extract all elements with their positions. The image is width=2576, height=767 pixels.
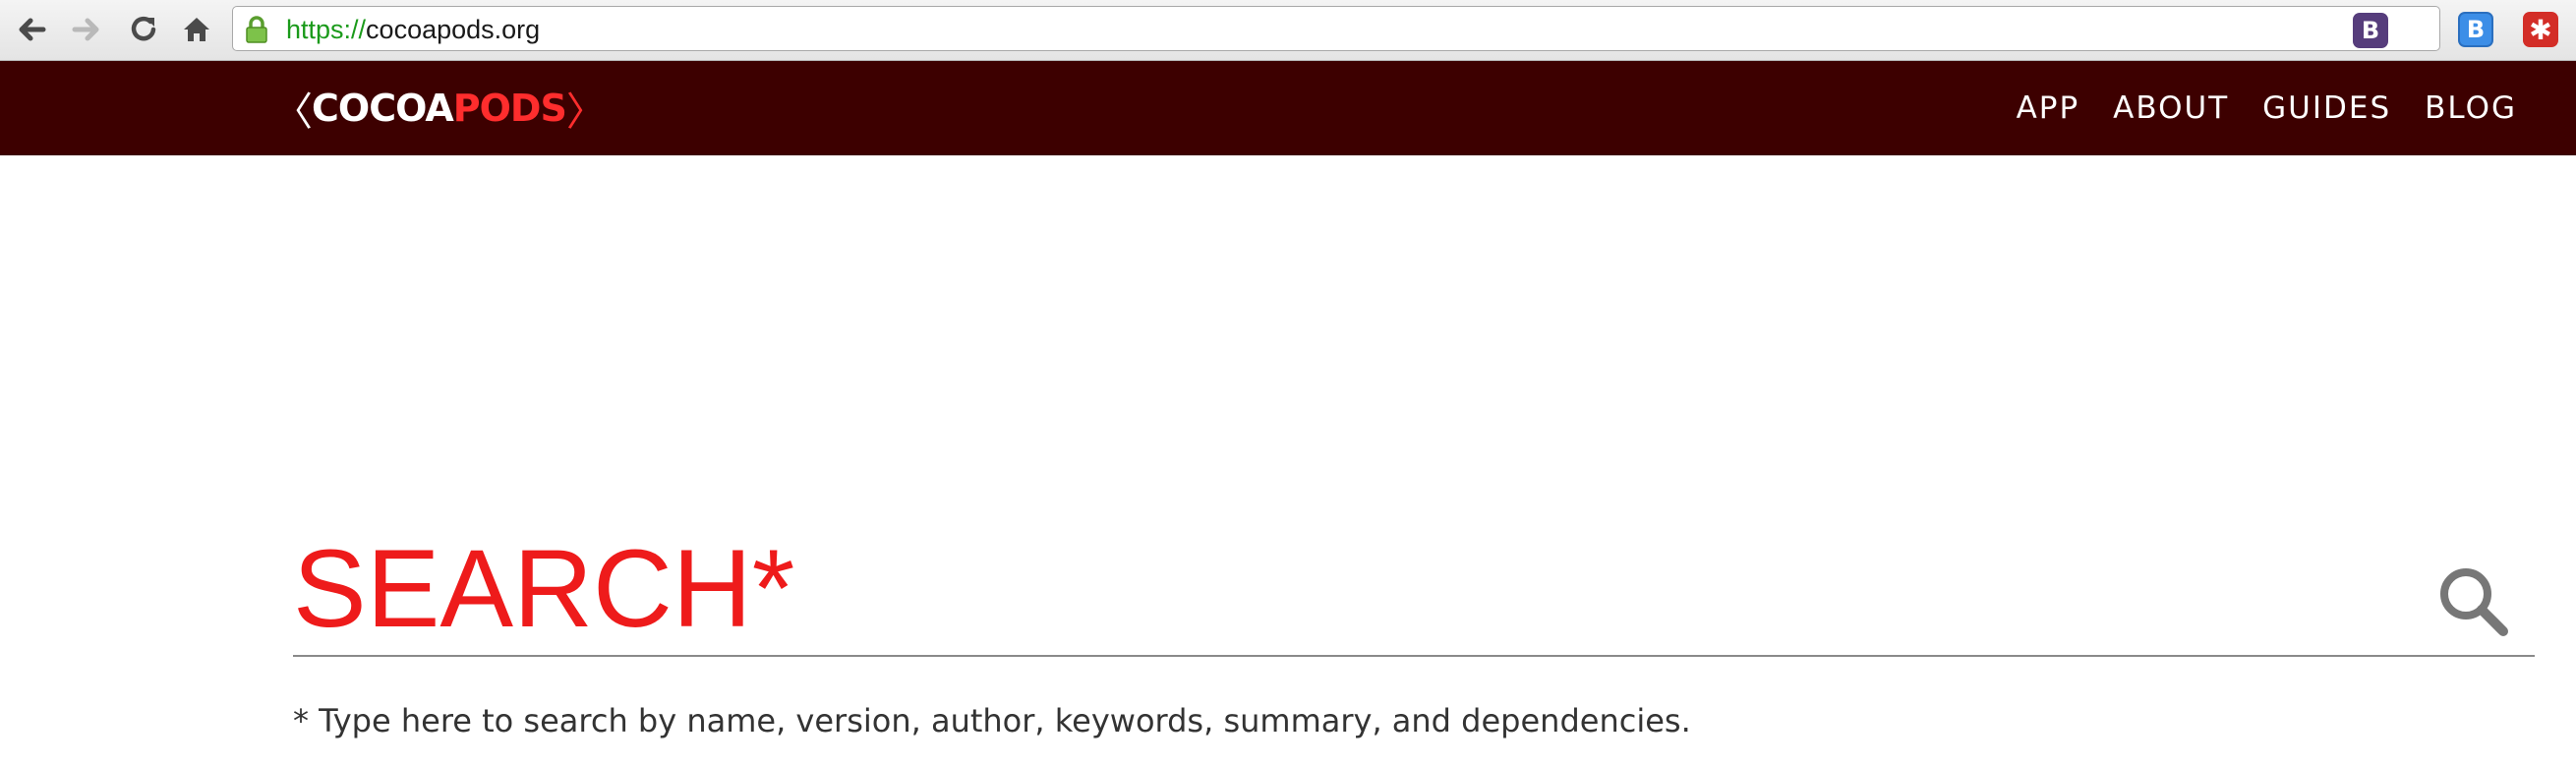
arrow-right-icon: [72, 18, 99, 41]
arrow-left-icon: [19, 18, 46, 41]
logo-right-bracket: 〉: [565, 89, 606, 135]
forward-button[interactable]: [65, 8, 108, 51]
nav-about[interactable]: ABOUT: [2113, 90, 2230, 126]
lastpass-extension-icon[interactable]: ✱: [2523, 12, 2558, 47]
nav-guides[interactable]: GUIDES: [2262, 90, 2392, 126]
nav-blog[interactable]: BLOG: [2425, 90, 2517, 126]
bootstrap-extension-icon[interactable]: B: [2353, 13, 2388, 48]
lock-icon: [246, 16, 267, 43]
search-input[interactable]: [293, 521, 2417, 655]
reload-button[interactable]: [122, 8, 165, 51]
main-nav: APP ABOUT GUIDES BLOG: [2017, 61, 2517, 155]
nav-app[interactable]: APP: [2016, 90, 2080, 126]
url-text: https://cocoapods.org: [286, 16, 540, 43]
logo-left-bracket: 〈: [273, 89, 313, 135]
search-icon[interactable]: [2436, 564, 2509, 637]
url-scheme: https://: [286, 15, 367, 44]
home-button[interactable]: [175, 8, 218, 51]
back-button[interactable]: [10, 8, 53, 51]
home-icon: [184, 18, 209, 41]
search-bar: [293, 521, 2535, 657]
logo-cocoa-text: COCOA: [312, 87, 454, 130]
logo-pods-text: PODS: [452, 87, 567, 130]
reload-icon: [131, 16, 156, 41]
b-extension-icon[interactable]: B: [2458, 12, 2493, 47]
url-host: cocoapods.org: [366, 15, 541, 44]
search-hint: * Type here to search by name, version, …: [293, 702, 1691, 739]
browser-toolbar: https://cocoapods.org B B ✱: [0, 0, 2576, 61]
address-bar[interactable]: https://cocoapods.org B: [232, 6, 2440, 51]
